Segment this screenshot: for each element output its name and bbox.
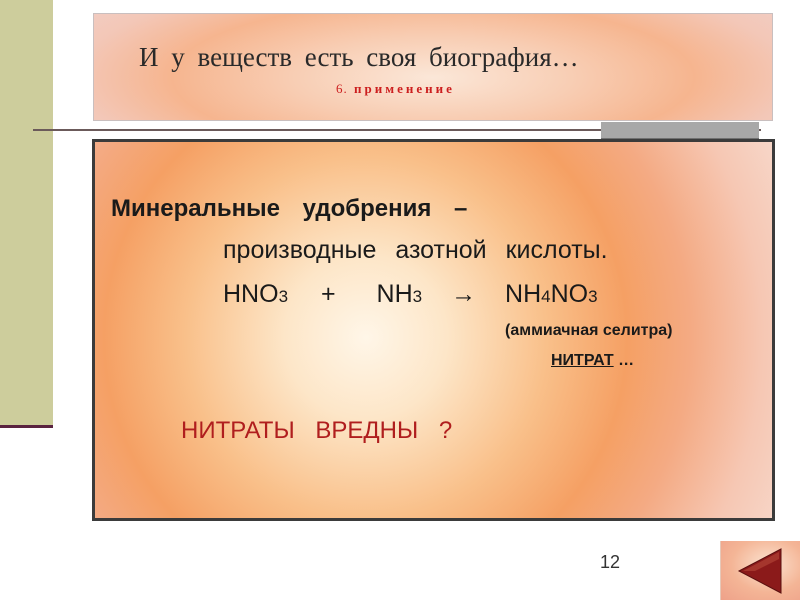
fertilizers-heading: Минеральные удобрения – bbox=[111, 195, 468, 222]
page-number: 12 bbox=[600, 552, 621, 572]
nitrate-suffix: … bbox=[613, 352, 635, 369]
hno3-base: HNO bbox=[223, 280, 279, 308]
nitrate-line: НИТРАТ … bbox=[551, 352, 634, 370]
divider-block bbox=[601, 122, 759, 140]
reaction-arrow: → bbox=[451, 280, 477, 308]
content-box: Минеральные удобрения – производные азот… bbox=[92, 139, 775, 521]
back-nav-button[interactable] bbox=[720, 541, 800, 600]
subtitle-number: 6. bbox=[336, 81, 348, 96]
reactant-hno3: HNO3 bbox=[223, 280, 288, 309]
nitric-acid-derivatives: производные азотной кислоты. bbox=[223, 236, 608, 264]
nh4-sub: 4 bbox=[541, 287, 551, 306]
plus-sign: + bbox=[320, 280, 336, 308]
nh3-base: NH bbox=[376, 280, 413, 308]
title-divider bbox=[33, 129, 761, 131]
nitrate-label: НИТРАТ bbox=[551, 352, 614, 369]
subtitle-text: применение bbox=[354, 81, 455, 96]
product-nh4no3: NH4NO3 bbox=[505, 280, 598, 309]
no3-base: NO bbox=[550, 280, 589, 308]
hno3-sub: 3 bbox=[278, 287, 289, 306]
title-box: И у веществ есть своя биография… 6. прим… bbox=[93, 13, 773, 121]
reactant-nh3: NH3 bbox=[377, 280, 423, 309]
back-arrow-icon bbox=[737, 548, 782, 594]
left-decor-strip bbox=[0, 0, 53, 425]
no3-sub: 3 bbox=[588, 287, 598, 306]
reaction-formula: HNO3 + NH3 → NH4NO3 bbox=[223, 280, 598, 309]
nitrates-question: НИТРАТЫ ВРЕДНЫ ? bbox=[181, 417, 453, 444]
slide-title: И у веществ есть своя биография… bbox=[139, 42, 579, 72]
left-decor-line bbox=[0, 425, 53, 428]
slide-subtitle: 6. применение bbox=[336, 81, 455, 97]
nh4-base: NH bbox=[505, 280, 542, 308]
product-name: (аммиачная селитра) bbox=[505, 322, 673, 339]
nh3-sub: 3 bbox=[412, 287, 423, 306]
